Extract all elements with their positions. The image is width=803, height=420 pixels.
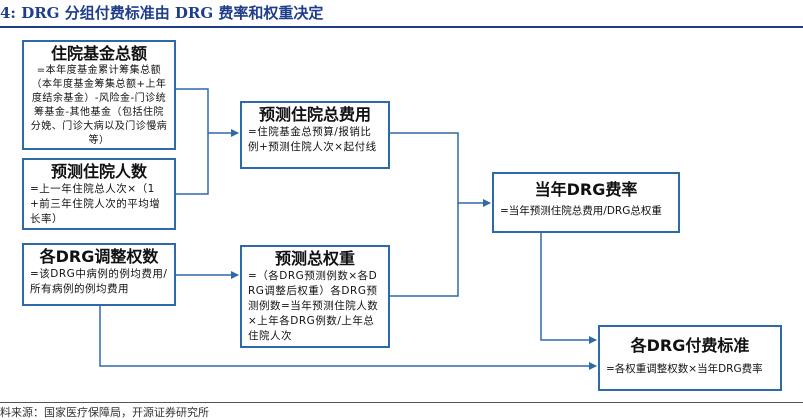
- predicted-total-cost-box: 预测住院总费用 =住院基金总预算/报销比例+预测住院人次×起付线: [240, 101, 390, 169]
- arrow-admissions-to-total-cost: [176, 133, 209, 195]
- drg-weight-title: 各DRG调整权数: [39, 247, 159, 266]
- arrow-fund-to-total-cost: [176, 88, 239, 137]
- fund-total-text: =本年度基金累计筹集总额（本年度基金筹集总额+上年度结余基金）-风险金-门诊统筹…: [30, 65, 168, 146]
- predicted-admissions-box: 预测住院人数 =上一年住院总人次×（1+前三年住院人次的平均增长率）: [22, 158, 176, 230]
- drg-payment-standard-title: 各DRG付费标准: [630, 336, 750, 355]
- bottom-rule: [0, 402, 803, 403]
- drg-payment-standard-text: =各权重调整权数×当年DRG费率: [606, 363, 763, 375]
- fund-total-title: 住院基金总额: [50, 44, 147, 63]
- drg-rate-box: 当年DRG费率 =当年预测住院总费用/DRG总权重: [492, 172, 680, 233]
- drg-rate-text: =当年预测住院总费用/DRG总权重: [500, 205, 662, 217]
- arrow-total-weight-to-rate: [390, 203, 459, 297]
- source-note: 料来源：国家医疗保障局，开源证券研究所: [0, 406, 209, 419]
- predicted-total-cost-title: 预测住院总费用: [258, 105, 371, 124]
- predicted-admissions-title: 预测住院人数: [50, 162, 147, 181]
- arrow-rate-to-standard: [540, 233, 597, 344]
- predicted-total-cost-text: =住院基金总预算/报销比例+预测住院人次×起付线: [248, 126, 377, 153]
- drg-weight-box: 各DRG调整权数 =该DRG中病例的例均费用/所有病例的例均费用: [22, 243, 176, 306]
- drg-payment-standard-box: 各DRG付费标准 =各权重调整权数×当年DRG费率: [598, 325, 782, 391]
- predicted-total-weight-title: 预测总权重: [274, 249, 355, 268]
- predicted-admissions-text: =上一年住院总人次×（1+前三年住院人次的平均增长率）: [30, 183, 161, 225]
- fund-total-box: 住院基金总额 =本年度基金累计筹集总额（本年度基金筹集总额+上年度结余基金）-风…: [22, 40, 176, 150]
- title-rule: [0, 26, 803, 28]
- drg-weight-text: =该DRG中病例的例均费用/所有病例的例均费用: [30, 268, 168, 295]
- arrow-total-cost-to-rate: [390, 132, 491, 207]
- predicted-total-weight-text: =（各DRG预测例数×各DRG调整后权重）各DRG预测例数=当年预测住院人数×上…: [248, 270, 379, 342]
- predicted-total-weight-box: 预测总权重 =（各DRG预测例数×各DRG调整后权重）各DRG预测例数=当年预测…: [240, 245, 390, 348]
- arrow-weight-to-standard: [99, 306, 597, 370]
- drg-rate-title: 当年DRG费率: [534, 180, 638, 199]
- figure-title: 4: DRG 分组付费标准由 DRG 费率和权重决定: [0, 4, 324, 22]
